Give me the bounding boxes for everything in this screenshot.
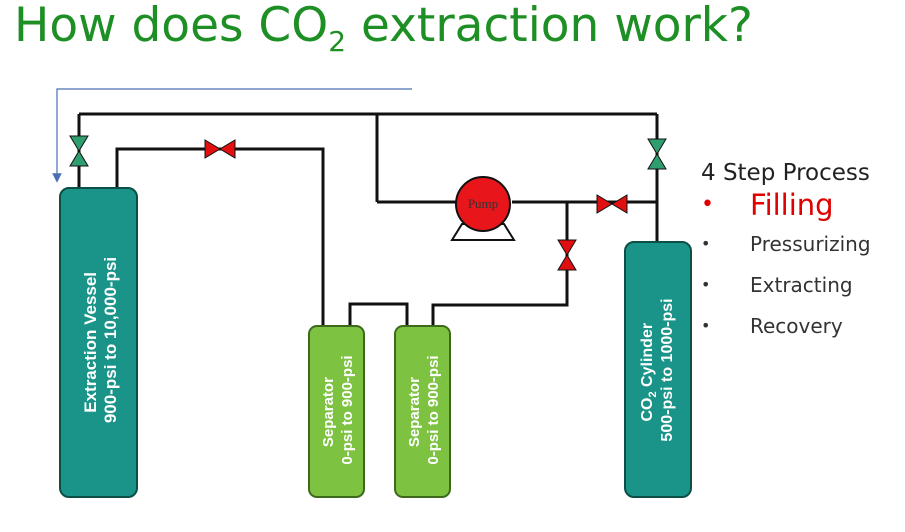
pipe-separators-link — [348, 302, 409, 330]
extraction-vessel: Extraction Vessel 900-psi to 10,000-psi — [59, 187, 138, 498]
separator-2-name: Separator — [406, 377, 423, 447]
pump-body — [455, 176, 511, 232]
steps-heading: 4 Step Process — [701, 160, 870, 186]
pipes — [77, 112, 659, 330]
step-recovery: • Recovery — [701, 314, 870, 355]
bullet-icon: • — [701, 316, 711, 335]
co2-cylinder-name-rest: Cylinder — [639, 323, 656, 391]
valve-cylinder-outlet — [647, 138, 667, 170]
separator-2-pressure: 0-psi to 900-psi — [425, 355, 442, 464]
pipe-vessel-to-separator — [115, 147, 325, 330]
title-main: How does CO — [14, 0, 329, 53]
co2-cylinder-pressure: 500-psi to 1000-psi — [659, 298, 676, 441]
step-label: Recovery — [750, 314, 843, 338]
valve-separator-line — [204, 139, 236, 159]
flow-arrow — [52, 88, 412, 183]
step-label: Filling — [750, 188, 834, 222]
separator-1: Separator 0-psi to 900-psi — [308, 325, 365, 498]
step-label: Pressurizing — [750, 232, 871, 256]
extraction-vessel-name: Extraction Vessel — [81, 272, 100, 413]
valve-return-line — [557, 239, 577, 271]
pump: Pump — [450, 176, 516, 241]
process-steps: 4 Step Process • Filling • Pressurizing … — [701, 160, 871, 355]
bullet-icon: • — [701, 234, 711, 253]
extraction-vessel-pressure: 900-psi to 10,000-psi — [101, 257, 120, 423]
separator-1-name: Separator — [320, 377, 337, 447]
valve-vessel-inlet — [69, 135, 89, 167]
steps-list: • Filling • Pressurizing • Extracting • … — [701, 188, 871, 355]
valve-pump-outlet — [596, 194, 628, 214]
co2-cylinder-name: CO — [639, 398, 656, 422]
step-filling: • Filling — [701, 188, 870, 232]
bullet-icon: • — [701, 275, 711, 294]
svg-text:Extraction Vessel 900-ps: Extraction Vessel 900-psi to 10,000-psi — [81, 257, 120, 423]
step-label: Extracting — [750, 273, 853, 297]
step-pressurizing: • Pressurizing — [701, 232, 871, 273]
separator-2: Separator 0-psi to 900-psi — [394, 325, 451, 498]
bullet-icon: • — [701, 192, 714, 217]
separator-1-pressure: 0-psi to 900-psi — [339, 355, 356, 464]
pump-label: Pump — [468, 196, 498, 211]
title-rest: extraction work? — [346, 0, 753, 53]
co2-cylinder: CO2 Cylinder 500-psi to 1000-psi — [624, 241, 692, 498]
svg-text:Separator 0-psi to 900-p: Separator 0-psi to 900-psi — [406, 355, 442, 464]
step-extracting: • Extracting — [701, 273, 870, 314]
page-title: How does CO2 extraction work? — [14, 0, 753, 58]
title-subscript: 2 — [328, 25, 347, 58]
co2-cylinder-subscript: 2 — [647, 391, 659, 397]
svg-text:Separator 0-psi to 900-p: Separator 0-psi to 900-psi — [320, 355, 356, 464]
svg-text:CO2 Cylinder 500-psi to: CO2 Cylinder 500-psi to 1000-psi — [639, 298, 676, 441]
